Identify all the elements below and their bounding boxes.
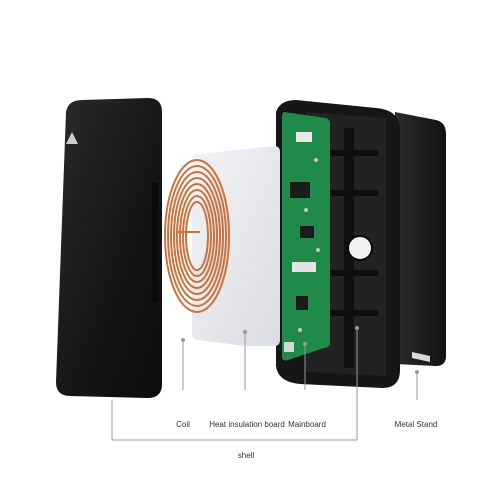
metal-stand [395,112,446,366]
label-coil: Coil [176,420,190,429]
label-mainboard: Mainboard [288,420,326,429]
label-shell: shell [237,451,255,460]
mainboard-pcb [282,112,330,361]
leader-lines [111,326,419,441]
label-heat-insulation-board: Heat insulation board [209,420,285,429]
copper-coil [164,159,230,313]
label-metal-stand: Metal Stand [394,420,438,429]
front-shell [56,98,162,398]
